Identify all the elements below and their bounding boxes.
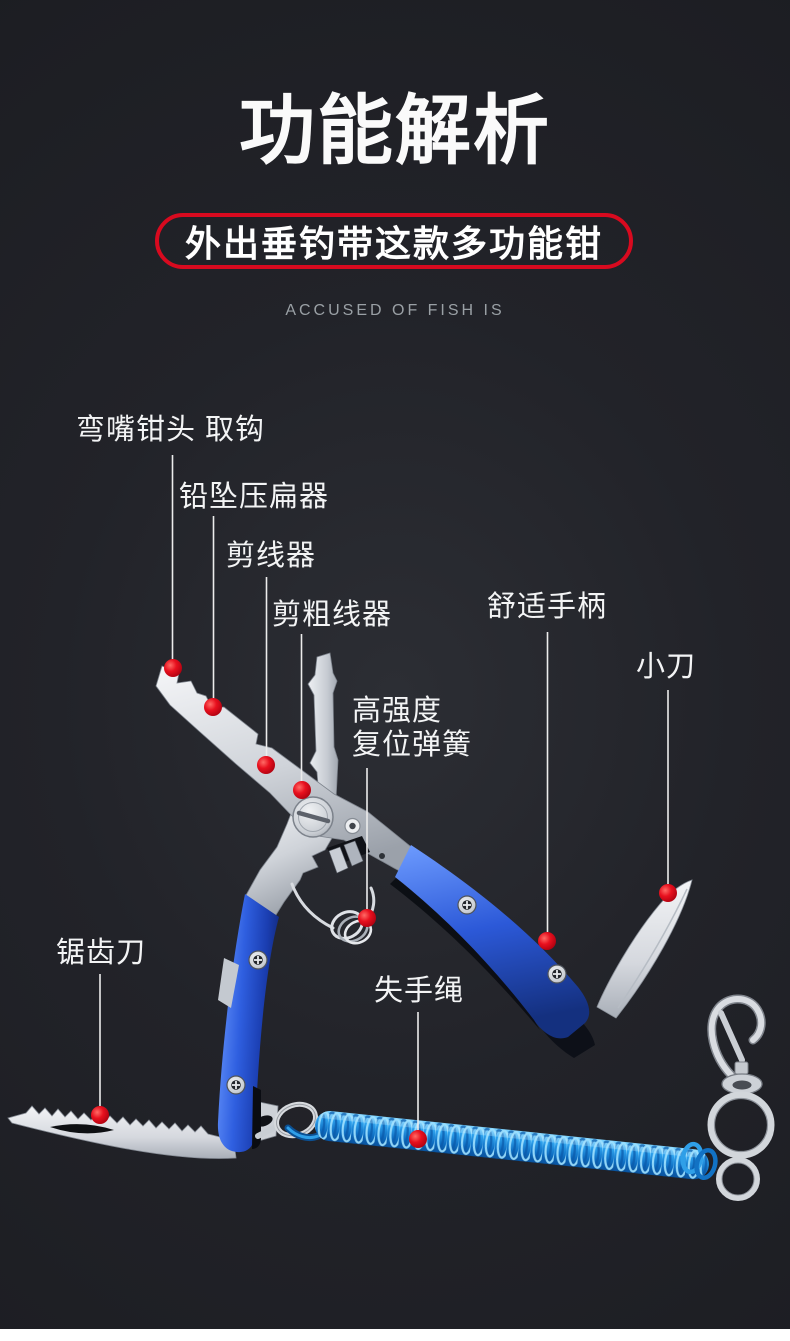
coil-end-loop: [680, 1141, 704, 1175]
callout-dot-crimper: [204, 698, 222, 716]
small-knife-blade: [596, 879, 693, 1019]
callout-lines: [99, 455, 669, 1130]
subtitle-banner: 外出垂钓带这款多功能钳: [155, 213, 633, 269]
callout-label-thick-cutter: 剪粗线器: [272, 599, 393, 631]
handle-screw: [248, 950, 268, 970]
pivot-screw: [292, 796, 334, 838]
lanyard-coil: [314, 1111, 709, 1180]
callout-label-handle: 舒适手柄: [487, 591, 608, 623]
callout-dot-bent-nose: [164, 659, 182, 677]
rivet-dot: [379, 853, 385, 859]
blade-slot: [50, 1124, 114, 1134]
callout-label-line-cutter: 剪线器: [226, 540, 317, 572]
left-handle: [217, 894, 279, 1153]
handle-screw: [547, 964, 567, 984]
callout-dots: [91, 659, 677, 1148]
lanyard-assembly: [255, 994, 775, 1201]
pivot-hole: [344, 817, 361, 835]
handle-screw: [226, 1075, 246, 1095]
split-ring-large: [707, 1091, 775, 1159]
fishing-pliers: [7, 652, 693, 1159]
handle-screw: [457, 895, 477, 915]
page-title: 功能解析: [239, 89, 551, 174]
subtitle-banner-text: 外出垂钓带这款多功能钳: [184, 223, 603, 264]
callout-dot-thick-cutter: [293, 781, 311, 799]
callout-label-spring: 高强度 复位弹簧: [352, 695, 473, 761]
serrated-blade: [7, 1105, 237, 1159]
bottom-page-edge: [0, 1329, 790, 1341]
callout-dot-line-cutter: [257, 756, 275, 774]
cutter-tab: [343, 840, 364, 867]
right-handle-dark-edge: [390, 878, 540, 1030]
left-handle-blade-spine: [218, 958, 239, 1008]
callout-dot-small-knife: [659, 884, 677, 902]
callout-label-crimper: 铅坠压扁器: [179, 481, 330, 513]
carabiner: [707, 994, 775, 1201]
callout-label-bent-nose: 弯嘴钳头 取钩: [76, 414, 266, 446]
callout-dot-handle: [538, 932, 556, 950]
callout-label-small-knife: 小刀: [636, 651, 697, 683]
cutter-tab: [328, 846, 349, 874]
callout-dot-lanyard: [409, 1130, 427, 1148]
coil-end-loop: [694, 1148, 718, 1180]
tagline-text: ACCUSED OF FISH IS: [285, 302, 505, 319]
callout-dot-spring: [358, 909, 376, 927]
left-handle-dark-edge: [252, 1086, 261, 1149]
callout-dot-serrated: [91, 1106, 109, 1124]
right-handle: [390, 845, 590, 1039]
carabiner-gate: [718, 1010, 745, 1063]
callout-label-lanyard: 失手绳: [374, 975, 465, 1007]
lanyard-link: [255, 1124, 279, 1139]
callout-label-serrated: 锯齿刀: [56, 937, 147, 969]
split-ring-small: [716, 1157, 760, 1201]
